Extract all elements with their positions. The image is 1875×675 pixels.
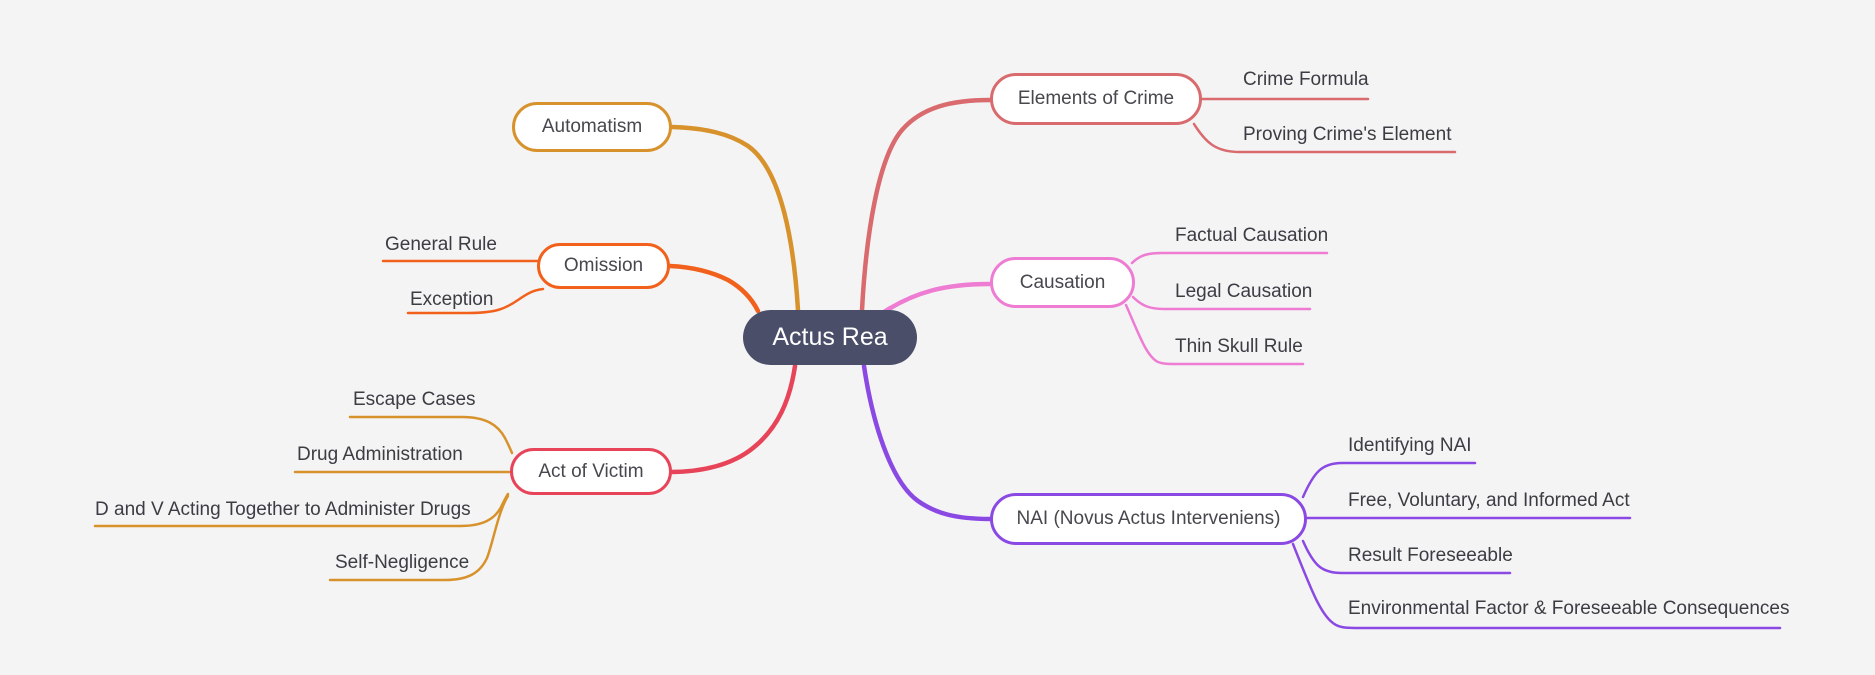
branch-curve-omission (667, 263, 761, 314)
branch-curve-elements-of-crime (859, 97, 993, 313)
child-label-escape-cases[interactable]: Escape Cases (353, 389, 476, 410)
branch-curve-causation (881, 281, 993, 315)
child-line-result-foreseeable (1301, 539, 1512, 575)
root-node-actus-rea[interactable]: Actus Rea (743, 310, 917, 365)
child-line-self-negligence (328, 494, 510, 582)
branch-node-act-of-victim[interactable]: Act of Victim (510, 448, 672, 495)
child-label-result-foreseeable[interactable]: Result Foreseeable (1348, 545, 1513, 566)
child-line-escape-cases (348, 415, 514, 455)
child-label-exception[interactable]: Exception (410, 289, 494, 310)
child-label-environmental-factor[interactable]: Environmental Factor & Foreseeable Conse… (1348, 598, 1790, 619)
child-label-free-voluntary-informed-act[interactable]: Free, Voluntary, and Informed Act (1348, 490, 1630, 511)
branch-curve-automatism (669, 124, 801, 313)
child-line-thin-skull-rule (1124, 303, 1305, 366)
branch-curve-act-of-victim (667, 363, 798, 475)
branch-node-causation[interactable]: Causation (990, 257, 1135, 308)
branch-node-nai[interactable]: NAI (Novus Actus Interveniens) (990, 493, 1307, 545)
child-label-d-and-v[interactable]: D and V Acting Together to Administer Dr… (95, 499, 471, 520)
child-line-exception (406, 287, 545, 315)
child-label-legal-causation[interactable]: Legal Causation (1175, 281, 1313, 302)
child-line-identifying-nai (1301, 461, 1477, 499)
child-label-proving-crimes-element[interactable]: Proving Crime's Element (1243, 124, 1452, 145)
branch-node-omission[interactable]: Omission (537, 243, 670, 289)
child-label-factual-causation[interactable]: Factual Causation (1175, 225, 1329, 246)
branch-node-elements-of-crime[interactable]: Elements of Crime (990, 73, 1202, 125)
child-label-identifying-nai[interactable]: Identifying NAI (1348, 435, 1472, 456)
child-label-self-negligence[interactable]: Self-Negligence (335, 552, 470, 573)
branch-curve-nai (861, 363, 993, 522)
child-label-drug-administration[interactable]: Drug Administration (297, 444, 463, 465)
child-line-proving-crimes-element (1192, 122, 1457, 154)
branch-node-automatism[interactable]: Automatism (512, 102, 672, 152)
child-label-crime-formula[interactable]: Crime Formula (1243, 69, 1369, 90)
child-label-general-rule[interactable]: General Rule (385, 234, 497, 255)
child-line-factual-causation (1130, 251, 1329, 265)
child-line-environmental-factor (1291, 542, 1782, 630)
child-label-thin-skull-rule[interactable]: Thin Skull Rule (1175, 336, 1303, 357)
child-line-legal-causation (1131, 295, 1312, 311)
